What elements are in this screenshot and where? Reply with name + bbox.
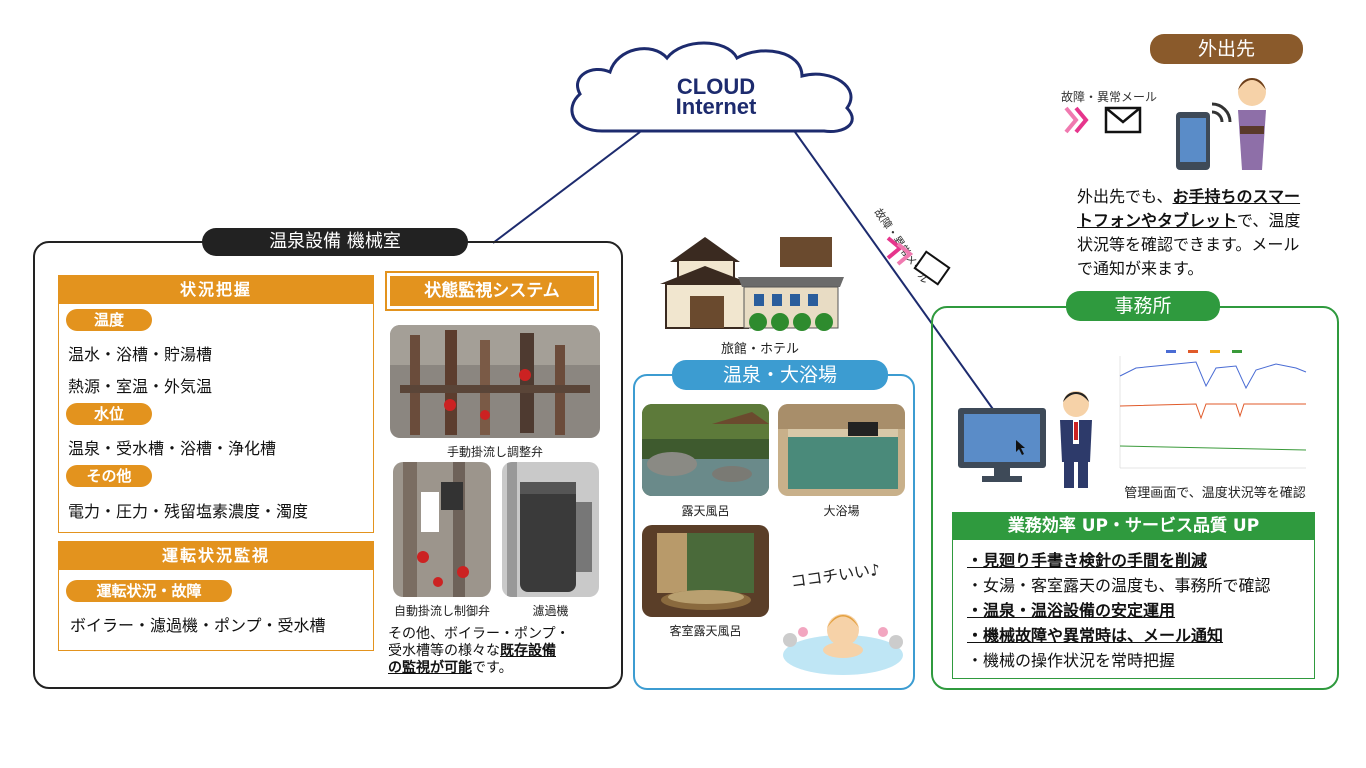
tag-other: その他 bbox=[66, 465, 152, 487]
outside-desc-2b: で、温度 bbox=[1237, 211, 1301, 230]
benefit-item-4: ・機械故障や異常時は、メール通知 bbox=[967, 626, 1224, 645]
photo-rotenburo bbox=[642, 404, 769, 496]
office-worker-icon bbox=[1054, 386, 1098, 496]
tag-operation-status: 運転状況・故障 bbox=[66, 580, 232, 602]
office-title: 事務所 bbox=[1066, 291, 1220, 321]
caption-filter: 濾過機 bbox=[532, 604, 569, 618]
benefit-box: 業務効率 UP・サービス品質 UP ・見廻り手書き検針の手間を削減 ・女湯・客室… bbox=[952, 512, 1315, 679]
tag-water-level: 水位 bbox=[66, 403, 152, 425]
cloud-to-machine-line bbox=[492, 131, 641, 244]
building-caption: 旅館・ホテル bbox=[720, 342, 799, 357]
benefit-item-3: ・温泉・温浴設備の安定運用 bbox=[967, 601, 1176, 620]
cloud-to-office-line bbox=[794, 131, 996, 413]
tag-temperature: 温度 bbox=[66, 309, 152, 331]
outside-title: 外出先 bbox=[1150, 34, 1303, 64]
monitor-note-line-2b: 既存設備 bbox=[500, 643, 556, 659]
benefit-header: 業務効率 UP・サービス品質 UP bbox=[953, 513, 1314, 540]
monitor-note-line-3b: です。 bbox=[472, 660, 513, 676]
mail-arrows-diagonal bbox=[884, 228, 954, 302]
photo-filter bbox=[502, 462, 599, 597]
benefit-item-1: ・見廻り手書き検針の手間を削減 bbox=[967, 551, 1208, 570]
operation-header: 運転状況監視 bbox=[59, 542, 373, 570]
operation-items: ボイラー・濾過機・ポンプ・受水槽 bbox=[70, 616, 326, 635]
caption-manual-valve: 手動掛流し調整弁 bbox=[446, 445, 543, 459]
other-items: 電力・圧力・残留塩素濃度・濁度 bbox=[68, 502, 309, 521]
outside-desc-3: 状況等を確認できます。メール bbox=[1077, 235, 1300, 254]
caption-rotenburo: 露天風呂 bbox=[681, 504, 730, 518]
outside-desc-2a: トフォンやタブレット bbox=[1077, 211, 1238, 230]
monitor-system-frame: 状態監視システム bbox=[385, 271, 599, 311]
photo-room-rotenburo bbox=[642, 525, 769, 617]
machine-room-title: 温泉設備 機械室 bbox=[202, 228, 468, 256]
management-screen-chart bbox=[1106, 346, 1312, 481]
temperature-items-2: 熱源・室温・外気温 bbox=[68, 377, 213, 396]
operation-box: 運転状況監視 bbox=[58, 541, 374, 651]
cloud-internet: CLOUD Internet bbox=[562, 36, 870, 136]
mail-icon bbox=[1064, 104, 1144, 140]
outside-mail-label: 故障・異常メール bbox=[1061, 90, 1158, 104]
outside-desc-1b: お手持ちのスマー bbox=[1172, 187, 1301, 206]
caption-auto-valve: 自動掛流し制御弁 bbox=[393, 604, 490, 618]
ryokan-building-icon bbox=[660, 232, 844, 332]
water-level-items: 温泉・受水槽・浴槽・浄化槽 bbox=[68, 439, 277, 458]
monitor-icon bbox=[956, 406, 1048, 490]
outside-description: 外出先でも、お手持ちのスマー トフォンやタブレットで、温度 状況等を確認できます… bbox=[1077, 185, 1347, 281]
benefit-item-2: ・女湯・客室露天の温度も、事務所で確認 bbox=[967, 576, 1271, 595]
outside-desc-1a: 外出先でも、 bbox=[1077, 187, 1173, 206]
monitor-note: その他、ボイラー・ポンプ・ 受水槽等の様々な既存設備 の監視が可能です。 bbox=[388, 626, 608, 677]
temperature-items-1: 温水・浴槽・貯湯槽 bbox=[68, 345, 213, 364]
outside-desc-4: で通知が来ます。 bbox=[1077, 259, 1204, 278]
benefit-item-5: ・機械の操作状況を常時把握 bbox=[967, 651, 1176, 670]
cloud-label-2: Internet bbox=[675, 94, 757, 119]
cloud-icon bbox=[570, 41, 854, 134]
caption-room-rotenburo: 客室露天風呂 bbox=[669, 624, 742, 638]
monitor-note-line-1: その他、ボイラー・ポンプ・ bbox=[388, 626, 570, 642]
photo-daiyokujo bbox=[778, 404, 905, 496]
caption-daiyokujo: 大浴場 bbox=[823, 504, 860, 518]
cloud-label-1: CLOUD bbox=[676, 74, 756, 99]
person-kimono-icon bbox=[1228, 70, 1276, 182]
screen-caption: 管理画面で、温度状況等を確認 bbox=[1124, 486, 1306, 501]
photo-auto-valve bbox=[393, 462, 491, 597]
monitor-note-line-3a: の監視が可能 bbox=[388, 660, 472, 676]
monitor-system-header: 状態監視システム bbox=[390, 276, 594, 306]
photo-manual-valve bbox=[390, 325, 600, 438]
monitor-note-line-2a: 受水槽等の様々な bbox=[388, 643, 500, 659]
bather-illustration bbox=[778, 560, 908, 680]
status-header: 状況把握 bbox=[59, 276, 373, 304]
onsen-title: 温泉・大浴場 bbox=[672, 360, 888, 390]
smartphone-icon bbox=[1172, 96, 1232, 178]
